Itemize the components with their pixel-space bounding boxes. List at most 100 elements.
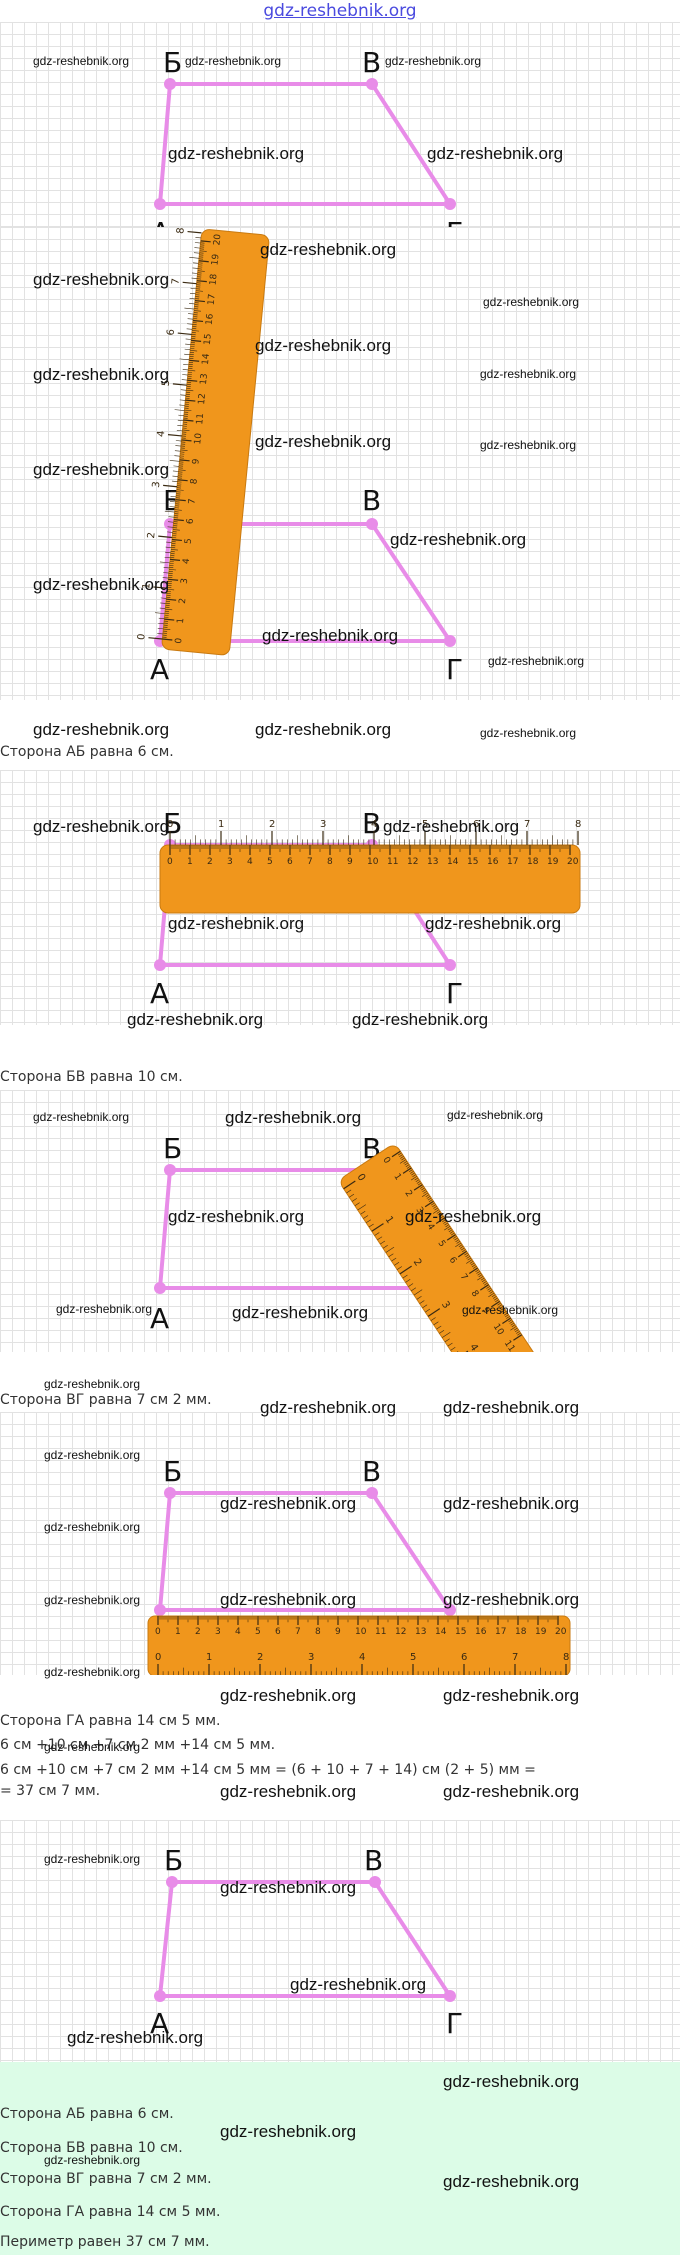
ruler-tick — [163, 572, 169, 574]
ruler-label: 4 — [235, 1627, 241, 1637]
ruler-label: 4 — [371, 819, 377, 830]
ruler-tick — [396, 1266, 402, 1270]
trapezoid-final-drawing: Б В А Г — [150, 1844, 463, 2040]
ruler-label: 3 — [180, 578, 191, 585]
ruler-tick — [166, 541, 172, 543]
watermark-text: gdz-reshebnik.org — [225, 1108, 362, 1127]
ruler-tick — [187, 379, 198, 382]
ruler-tick — [517, 1332, 521, 1336]
watermark-text: gdz-reshebnik.org — [443, 2172, 580, 2191]
ruler-label: 5 — [436, 1239, 448, 1249]
ruler-label: 3 — [320, 819, 326, 830]
ruler-tick — [430, 1317, 436, 1321]
ruler-label: 8 — [563, 1652, 569, 1663]
ruler-tick — [194, 299, 205, 303]
vertex-a: А — [151, 216, 170, 227]
ruler-tick — [174, 409, 185, 411]
ruler-tick — [200, 240, 211, 243]
ruler-label: 2 — [207, 857, 213, 867]
ruler-tick — [516, 1331, 520, 1334]
site-link[interactable]: gdz-reshebnik.org — [263, 1, 417, 21]
ruler-tick — [439, 1216, 444, 1219]
watermark-text: gdz-reshebnik.org — [220, 2122, 357, 2141]
ruler-tick — [371, 1223, 384, 1232]
ruler-tick — [466, 1259, 473, 1264]
ruler-label: 7 — [512, 1652, 518, 1663]
ruler-label: 4 — [425, 1222, 437, 1233]
ruler-label: 1 — [141, 582, 153, 589]
ruler-label: 5 — [422, 819, 428, 830]
watermark-text: gdz-reshebnik.org — [480, 726, 577, 740]
ruler-tick — [191, 339, 202, 342]
ruler-label: 8 — [575, 819, 581, 830]
ruler-tick — [436, 1325, 442, 1330]
ruler-tick — [424, 1200, 434, 1208]
ruler-tick — [360, 1210, 366, 1215]
ruler-label: 5 — [184, 538, 195, 545]
ruler-tick — [158, 622, 164, 625]
ruler-tick — [411, 1287, 417, 1292]
ruler-tick — [486, 1286, 490, 1289]
ruler-tick — [391, 1257, 397, 1262]
watermark-text: gdz-reshebnik.org — [44, 1665, 141, 1679]
ruler-tick — [435, 1217, 445, 1224]
ruler-tick — [168, 578, 179, 581]
ruler-label: 8 — [469, 1289, 481, 1300]
ruler-tick — [443, 1221, 447, 1224]
ruler-tick — [174, 450, 181, 452]
watermark-text: gdz-reshebnik.org — [385, 54, 482, 68]
ruler-tick — [180, 389, 187, 391]
ruler-tick — [165, 551, 171, 554]
ruler-tick — [164, 618, 175, 621]
ruler-tick — [158, 617, 165, 620]
ruler-label: 9 — [347, 857, 353, 867]
watermark-text: gdz-reshebnik.org — [443, 2072, 580, 2091]
ruler-tick — [394, 1261, 400, 1266]
ruler-tick — [171, 480, 178, 482]
ruler-tick — [184, 307, 195, 310]
watermark-text: gdz-reshebnik.org — [185, 54, 282, 68]
ruler-label: 12 — [197, 393, 208, 405]
ruler-tick — [497, 1302, 501, 1306]
ruler-tick — [169, 506, 176, 508]
ruler-label: 6 — [447, 1255, 459, 1266]
ruler-label: 9 — [480, 1305, 492, 1316]
ruler-tick — [467, 1257, 472, 1261]
watermark-text: gdz-reshebnik.org — [220, 1686, 357, 1705]
ruler-tick — [502, 1311, 507, 1314]
ruler-label: 5 — [255, 1627, 261, 1637]
ruler-tick — [160, 602, 166, 604]
ruler-tick — [363, 1215, 369, 1219]
watermark-text: gdz-reshebnik.org — [44, 1377, 141, 1391]
ruler-label: 17 — [507, 857, 518, 867]
ruler-label: 9 — [191, 458, 202, 465]
ruler-tick — [181, 379, 188, 381]
ruler-tick — [168, 516, 175, 518]
ruler-tick — [433, 1321, 439, 1326]
ruler-tick — [514, 1329, 519, 1333]
ruler-tick — [162, 638, 173, 641]
ruler-tick — [187, 230, 202, 234]
ruler-label: 3 — [227, 857, 233, 867]
watermark-text: gdz-reshebnik.org — [443, 1590, 580, 1609]
ruler-label: 3 — [308, 1652, 314, 1663]
ruler-tick — [487, 1287, 492, 1291]
ruler-tick — [513, 1327, 518, 1331]
ruler-tick — [380, 1240, 386, 1245]
ruler-label: 5 — [267, 857, 273, 867]
ruler-label: 10 — [355, 1627, 367, 1637]
ruler-label: 0 — [167, 857, 173, 867]
ruler-label: 11 — [502, 1339, 517, 1352]
ruler-tick — [477, 1276, 484, 1281]
ruler-tick — [402, 1167, 412, 1174]
ruler-label: 4 — [467, 1342, 480, 1352]
ruler-label: 1 — [176, 618, 187, 625]
ruler-tick — [177, 332, 192, 336]
ruler-tick — [351, 1198, 357, 1202]
ruler-tick — [477, 1272, 482, 1276]
ruler-label: 18 — [527, 857, 539, 867]
ruler-tick — [481, 1279, 486, 1283]
